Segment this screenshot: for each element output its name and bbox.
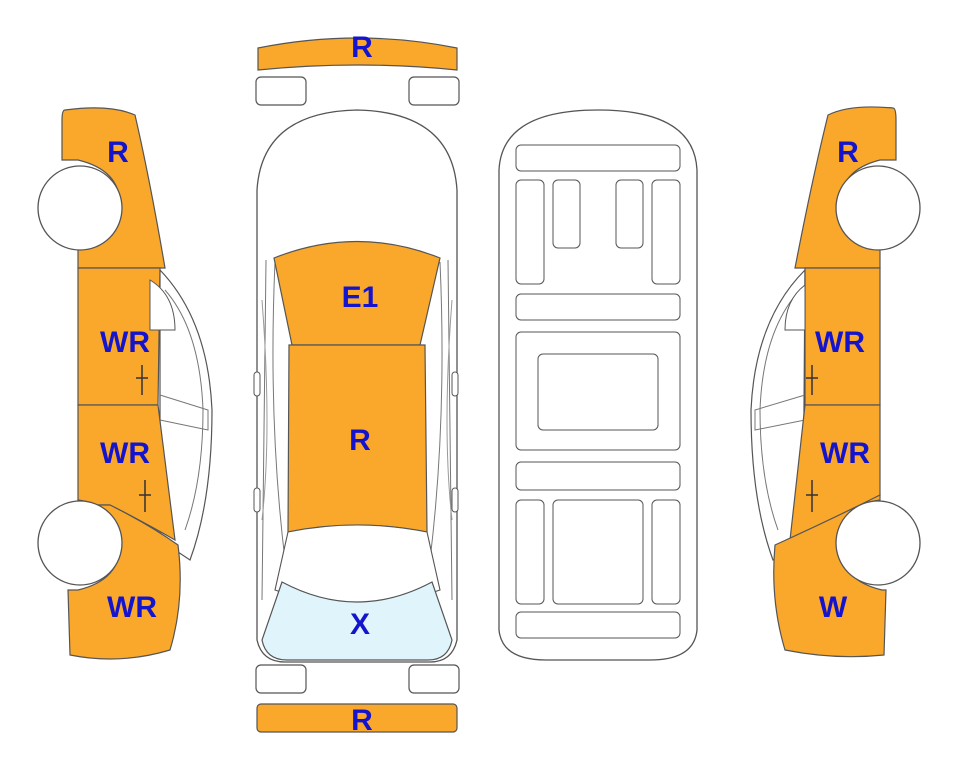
left-front-fender-label: R bbox=[107, 136, 129, 169]
right-side-inner-line bbox=[759, 289, 801, 531]
right-side-glass-outline bbox=[750, 268, 806, 561]
right-rear-door-label: WR bbox=[820, 437, 870, 470]
rear-glass-label: X bbox=[350, 608, 370, 641]
left-side-inner-line bbox=[164, 289, 204, 531]
roof[interactable]: R bbox=[287, 344, 428, 533]
left-rear-door-label: WR bbox=[100, 437, 150, 470]
underside-rear-right bbox=[651, 499, 681, 605]
left-rear-door-handle bbox=[139, 480, 151, 512]
right-front-door-label: WR bbox=[815, 326, 865, 359]
rear-bumper[interactable]: R bbox=[256, 703, 458, 737]
left-front-door-handle bbox=[136, 365, 148, 395]
windshield-panel bbox=[273, 240, 441, 346]
front-bumper-label: R bbox=[351, 31, 373, 64]
rear-left-wheel-top bbox=[255, 664, 307, 694]
left-rear-wheel bbox=[37, 500, 123, 586]
right-rear-quarter[interactable]: W bbox=[773, 494, 887, 658]
right-mirror bbox=[451, 371, 459, 397]
rear-bumper-label: R bbox=[351, 704, 373, 737]
left-front-door-label: WR bbox=[100, 326, 150, 359]
left-front-door[interactable]: WR bbox=[77, 267, 176, 406]
windshield[interactable]: E1 bbox=[273, 240, 441, 346]
left-front-wheel bbox=[37, 165, 123, 251]
right-front-door-handle bbox=[806, 365, 818, 395]
rear-glass-panel bbox=[261, 581, 453, 661]
front-right-wheel-top bbox=[408, 76, 460, 106]
left-front-door-window bbox=[149, 279, 176, 331]
underside-rear-center bbox=[552, 499, 644, 605]
right-rear-wheel bbox=[835, 500, 921, 586]
underside-rear-left bbox=[515, 499, 545, 605]
underside-rear-cross bbox=[515, 461, 681, 491]
left-side-sill-line bbox=[159, 394, 209, 431]
left-side-glass-outline bbox=[159, 268, 213, 561]
underside-floor-inner bbox=[537, 353, 659, 431]
top-view-left-pillar bbox=[272, 261, 286, 561]
right-door-handle-top bbox=[451, 487, 459, 513]
front-bumper-panel bbox=[257, 37, 458, 71]
top-view-left-window-line bbox=[261, 299, 268, 521]
right-front-door-window bbox=[784, 283, 806, 331]
underside-view bbox=[498, 109, 698, 661]
top-view-right-window-line bbox=[446, 299, 453, 521]
top-view-right-side-line bbox=[447, 259, 453, 601]
top-view-right-pillar bbox=[429, 261, 443, 561]
right-front-fender-label: R bbox=[837, 136, 859, 169]
left-side-view: R WR WR WR bbox=[37, 107, 213, 660]
right-front-wheel bbox=[835, 165, 921, 251]
rear-right-wheel-top bbox=[408, 664, 460, 694]
left-mirror bbox=[253, 371, 261, 397]
front-bumper[interactable]: R bbox=[257, 31, 458, 71]
underside-engine-right bbox=[615, 179, 644, 249]
underside-rear-bar bbox=[515, 611, 681, 639]
rear-glass[interactable]: X bbox=[261, 581, 453, 661]
underside-right-rail-front bbox=[651, 179, 681, 285]
left-door-handle-top bbox=[253, 487, 261, 513]
front-left-wheel-top bbox=[255, 76, 307, 106]
underside-left-rail-front bbox=[515, 179, 545, 285]
underside-engine-left bbox=[552, 179, 581, 249]
rear-bumper-panel bbox=[256, 703, 458, 733]
right-rear-door-handle bbox=[806, 480, 818, 512]
right-side-sill-line bbox=[754, 394, 806, 431]
right-side-view: R WR WR W bbox=[750, 106, 921, 658]
roof-label: R bbox=[349, 424, 371, 457]
underside-front-bar bbox=[515, 144, 681, 172]
underside-cross-member bbox=[515, 293, 681, 321]
right-rear-quarter-label: W bbox=[819, 591, 848, 624]
left-rear-quarter-label: WR bbox=[107, 591, 157, 624]
right-front-door[interactable]: WR bbox=[784, 267, 881, 406]
windshield-label: E1 bbox=[342, 281, 379, 314]
top-view-left-side-line bbox=[261, 259, 267, 601]
